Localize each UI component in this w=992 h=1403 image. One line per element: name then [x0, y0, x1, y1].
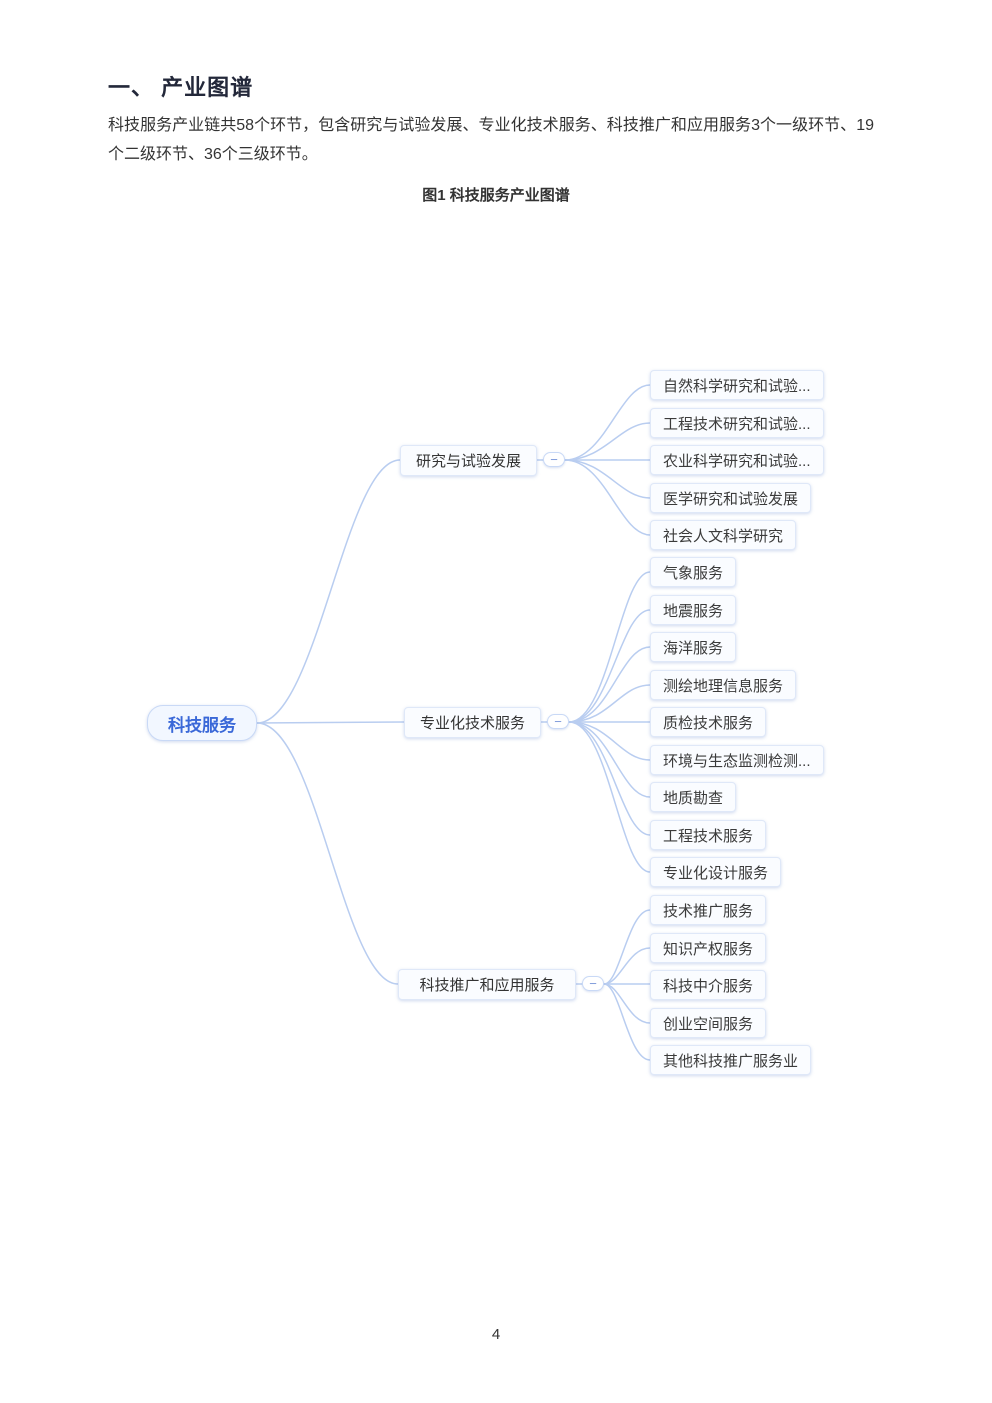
- child-node: 其他科技推广服务业: [650, 1045, 812, 1075]
- child-node: 技术推广服务: [650, 895, 767, 925]
- child-node: 社会人文科学研究: [650, 520, 797, 550]
- branch-node-research: 研究与试验发展: [400, 445, 537, 476]
- child-node: 测绘地理信息服务: [650, 670, 797, 700]
- page-number: 4: [491, 1326, 501, 1343]
- child-node: 自然科学研究和试验...: [650, 370, 824, 400]
- child-node: 工程技术服务: [650, 820, 767, 850]
- child-node: 质检技术服务: [650, 707, 767, 737]
- child-node: 海洋服务: [650, 632, 737, 662]
- body-paragraph: 科技服务产业链共58个环节，包含研究与试验发展、专业化技术服务、科技推广和应用服…: [108, 117, 874, 163]
- collapse-toggle: −: [582, 976, 604, 991]
- child-node: 农业科学研究和试验...: [650, 445, 824, 475]
- child-node: 环境与生态监测检测...: [650, 745, 824, 775]
- child-node: 知识产权服务: [650, 933, 767, 963]
- child-node: 科技中介服务: [650, 970, 767, 1000]
- child-node: 地震服务: [650, 595, 737, 625]
- branch-node-technical-services: 专业化技术服务: [404, 707, 541, 738]
- section-heading: 一、 产业图谱: [108, 75, 254, 100]
- collapse-toggle: −: [543, 452, 565, 467]
- child-node: 气象服务: [650, 557, 737, 587]
- child-node: 医学研究和试验发展: [650, 483, 812, 513]
- figure-caption: 图1 科技服务产业图谱: [422, 187, 570, 204]
- child-node: 专业化设计服务: [650, 857, 782, 887]
- branch-node-promotion: 科技推广和应用服务: [398, 969, 576, 1000]
- child-node: 创业空间服务: [650, 1008, 767, 1038]
- child-node: 工程技术研究和试验...: [650, 408, 824, 438]
- collapse-toggle: −: [547, 714, 569, 729]
- root-node: 科技服务: [147, 705, 257, 741]
- child-node: 地质勘查: [650, 782, 737, 812]
